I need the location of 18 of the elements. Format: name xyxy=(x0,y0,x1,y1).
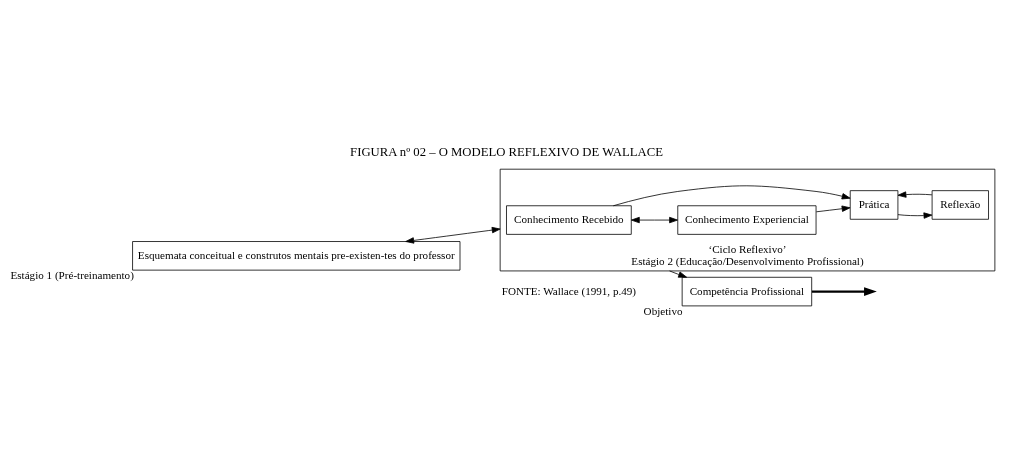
node-label: Estágio 1 (Pré-treinamento) xyxy=(10,268,134,281)
node-box: Reflexão xyxy=(931,189,989,220)
node-box: Esquemata conceitual e construtos mentais pre-existen-tes do professor xyxy=(132,240,461,271)
node-box: Conhecimento Recebido xyxy=(506,204,632,235)
arrow xyxy=(816,205,851,212)
node-label: Objetivo xyxy=(643,304,683,317)
arrow xyxy=(669,270,687,278)
caption: FONTE: Wallace (1991, p.49) xyxy=(501,284,637,297)
node-box: Prática xyxy=(849,189,899,220)
diagram-title: FIGURA nº 02 – O MODELO REFLEXIVO DE WALLACE xyxy=(350,144,663,159)
arrow xyxy=(612,184,851,206)
arrow xyxy=(811,286,877,296)
arrow xyxy=(405,226,501,244)
arrow xyxy=(631,216,678,223)
arrow xyxy=(897,211,933,219)
node-box: Conhecimento Experiencial xyxy=(677,204,817,235)
arrow xyxy=(897,190,933,198)
node-box: Competência Profissional xyxy=(681,276,813,306)
